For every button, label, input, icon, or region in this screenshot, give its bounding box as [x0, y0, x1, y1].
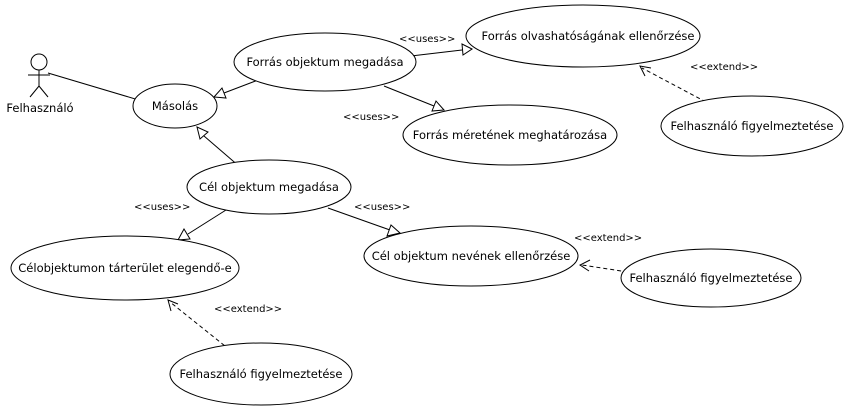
usecase-label: Felhasználó figyelmeztetése	[670, 119, 833, 133]
usecase-forras-meret[interactable]: Forrás méretének meghatározása	[402, 104, 618, 166]
stereotype-extend: <<extend>>	[214, 304, 282, 315]
uses-cel-to-nev	[327, 207, 402, 237]
extend-figyelmeztetes1-to-olvashatosag	[639, 65, 707, 103]
stereotype-extend: <<extend>>	[690, 62, 758, 73]
usecase-forras-objektum[interactable]: Forrás objektum megadása	[233, 32, 417, 92]
uses-cel-to-terulet	[177, 209, 227, 241]
uses-forras-to-meret	[383, 85, 446, 112]
usecase-celobjektum-terulet[interactable]: Célobjektumon tárterület elegendő-e	[10, 235, 240, 301]
extend-figyelmeztetes2-to-nev	[579, 259, 629, 273]
usecase-label: Cél objektum megadása	[199, 180, 339, 194]
usecase-label: Forrás objektum megadása	[246, 55, 403, 69]
usecase-figyelmeztetes-3[interactable]: Felhasználó figyelmeztetése	[169, 342, 353, 406]
usecase-label: Forrás olvashatóságának ellenőrzése	[482, 29, 695, 43]
stereotype-uses: <<uses>>	[134, 202, 190, 213]
stereotype-extend: <<extend>>	[574, 233, 642, 244]
actor-felhasznalo[interactable]: Felhasználó	[6, 53, 74, 115]
uses-cel-to-masolas	[196, 126, 241, 168]
usecase-label: Célobjektumon tárterület elegendő-e	[18, 261, 231, 275]
stereotype-uses: <<uses>>	[399, 34, 455, 45]
usecase-label: Cél objektum nevének ellenőrzése	[372, 249, 571, 263]
usecase-figyelmeztetes-1[interactable]: Felhasználó figyelmeztetése	[660, 95, 844, 157]
stereotype-uses: <<uses>>	[354, 202, 410, 213]
association-line	[47, 72, 143, 102]
uses-forras-to-olvashatosag	[410, 43, 473, 57]
usecase-cel-objektum[interactable]: Cél objektum megadása	[186, 159, 352, 215]
usecase-forras-olvashatosag[interactable]: Forrás olvashatóságának ellenőrzése	[465, 4, 701, 68]
usecase-cel-nev[interactable]: Cél objektum nevének ellenőrzése	[363, 225, 579, 287]
usecase-masolas[interactable]: Másolás	[132, 83, 218, 129]
usecase-label: Forrás méretének meghatározása	[413, 128, 607, 142]
usecase-label: Másolás	[152, 99, 198, 113]
actor-label: Felhasználó	[6, 101, 73, 115]
stereotype-uses: <<uses>>	[343, 112, 399, 123]
extend-figyelmeztetes3-to-terulet	[167, 299, 231, 351]
usecase-label: Felhasználó figyelmeztetése	[629, 271, 792, 285]
usecase-figyelmeztetes-2[interactable]: Felhasználó figyelmeztetése	[620, 248, 802, 308]
usecase-label: Felhasználó figyelmeztetése	[179, 367, 342, 381]
